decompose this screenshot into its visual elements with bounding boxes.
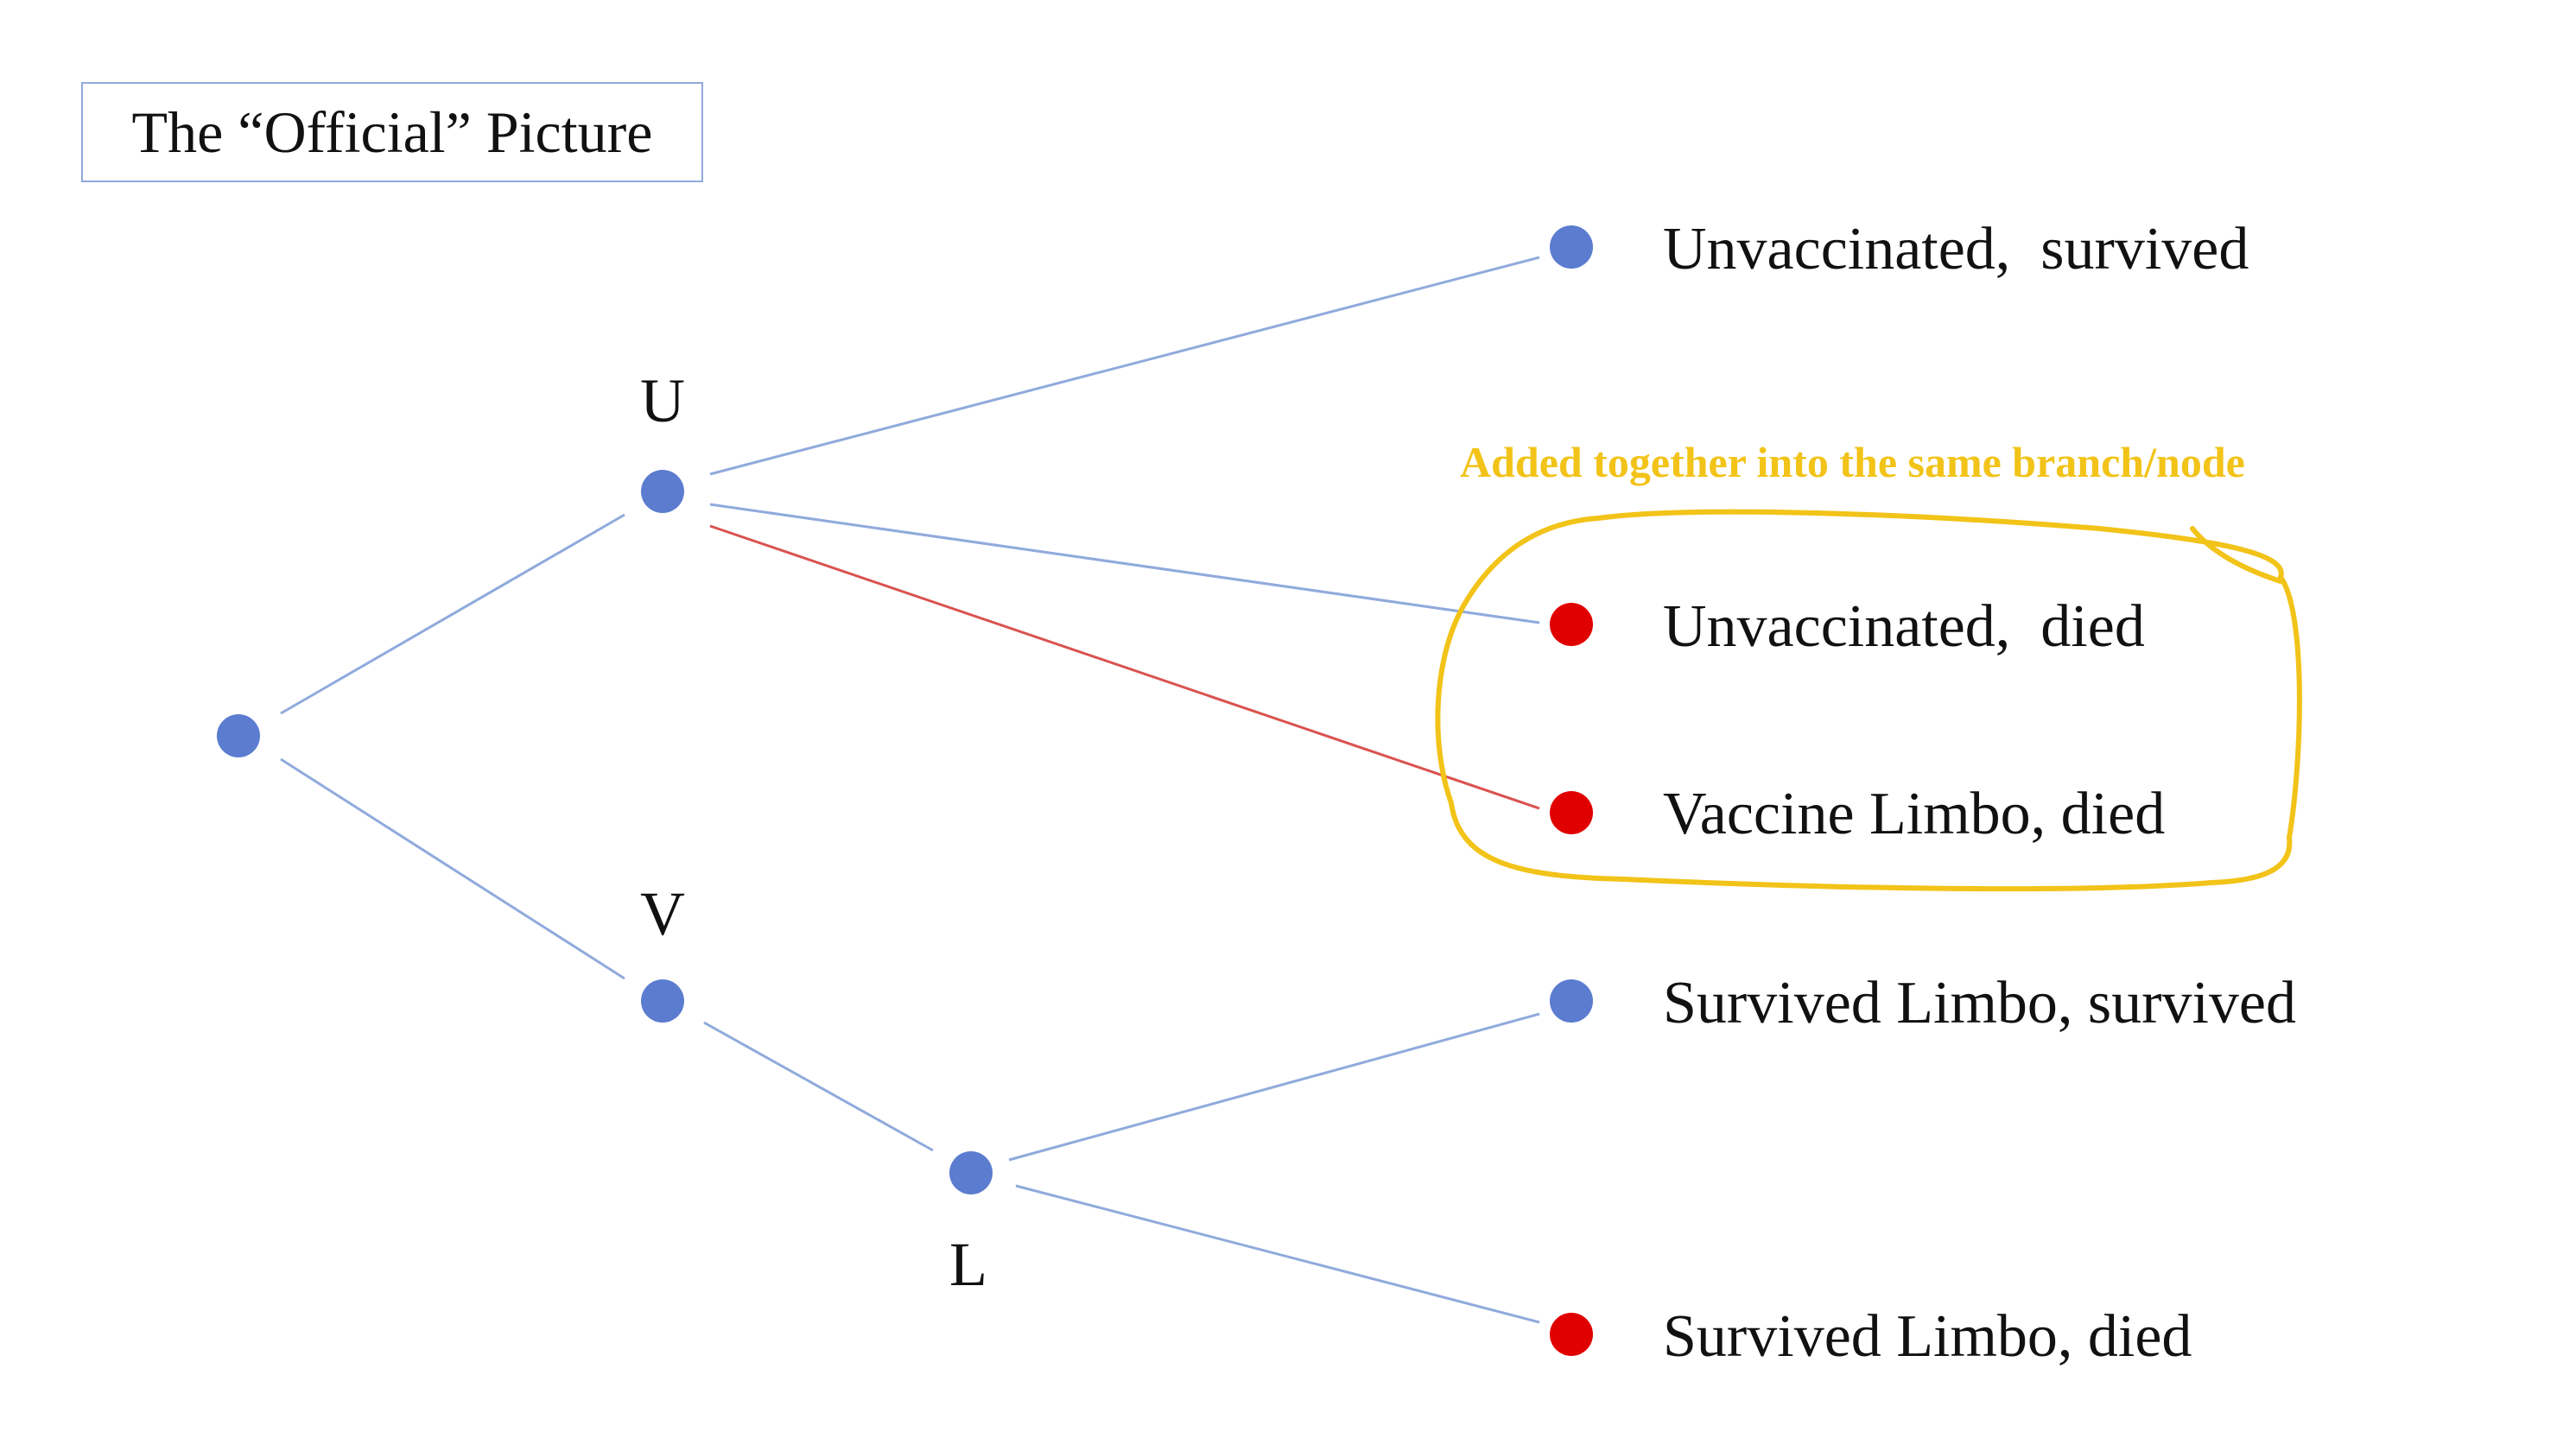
highlight-loop-tail bbox=[2190, 526, 2283, 584]
leaf-node-survived-limbo-survived bbox=[1550, 979, 1593, 1023]
edge-root-u bbox=[280, 513, 625, 715]
node-u bbox=[641, 470, 684, 513]
edge-l-survived-limbo-died bbox=[1015, 1184, 1540, 1324]
leaf-node-unvaccinated-died bbox=[1550, 603, 1593, 646]
highlight-loop bbox=[1435, 509, 2302, 892]
node-u-label: U bbox=[640, 366, 685, 435]
node-l-label: L bbox=[949, 1230, 987, 1299]
leaf-label-vaccine-limbo-died: Vaccine Limbo, died bbox=[1663, 781, 2165, 847]
edge-u-unvaccinated-died bbox=[709, 503, 1540, 624]
node-l bbox=[949, 1151, 993, 1194]
edge-u-vaccine-limbo-died bbox=[709, 524, 1540, 810]
leaf-node-vaccine-limbo-died bbox=[1550, 791, 1593, 834]
edge-l-survived-limbo-survived bbox=[1008, 1012, 1540, 1162]
edge-v-l bbox=[703, 1021, 934, 1152]
leaf-node-survived-limbo-died bbox=[1550, 1313, 1593, 1356]
leaf-label-survived-limbo-died: Survived Limbo, died bbox=[1663, 1303, 2192, 1370]
diagram-title: The “Official” Picture bbox=[81, 82, 703, 182]
root-node bbox=[217, 714, 260, 757]
leaf-node-unvaccinated-survived bbox=[1550, 225, 1593, 269]
leaf-label-unvaccinated-survived: Unvaccinated, survived bbox=[1663, 216, 2249, 282]
node-v-label: V bbox=[640, 879, 685, 948]
leaf-label-unvaccinated-died: Unvaccinated, died bbox=[1663, 593, 2145, 660]
leaf-label-survived-limbo-survived: Survived Limbo, survived bbox=[1663, 970, 2296, 1036]
annotation-text: Added together into the same branch/node bbox=[1460, 438, 2245, 486]
edge-root-v bbox=[280, 757, 625, 980]
node-v bbox=[641, 979, 684, 1023]
edge-u-unvaccinated-survived bbox=[709, 256, 1540, 476]
